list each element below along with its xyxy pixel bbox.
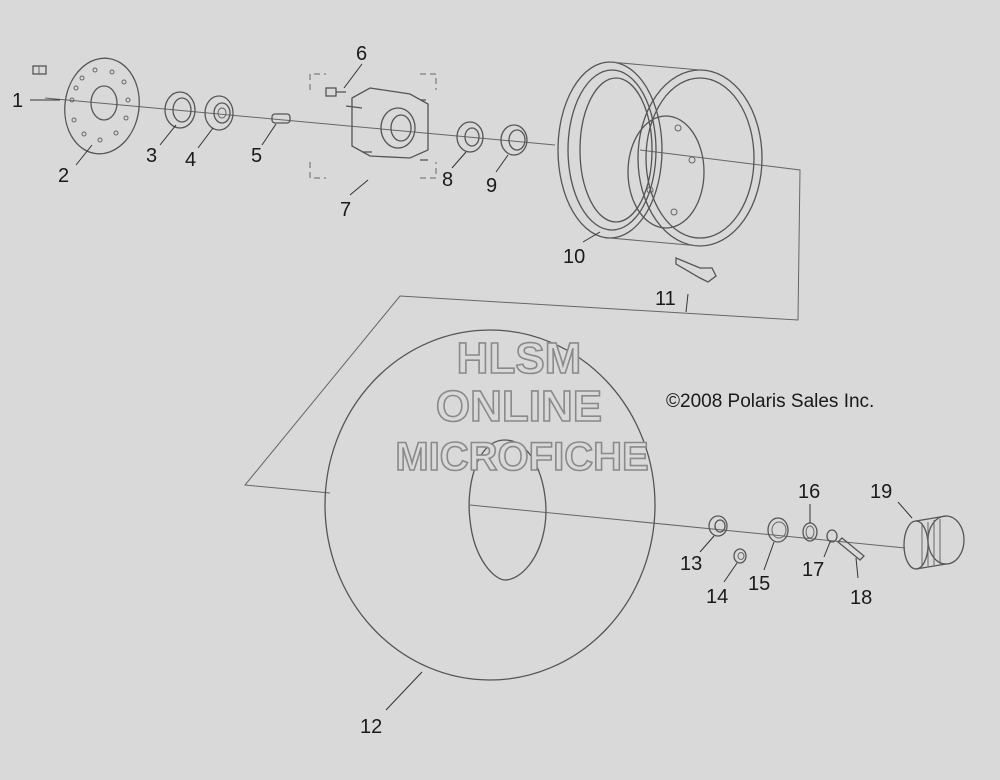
part-7-hub [309,73,437,179]
watermark-line-3: MICROFICHE [395,435,648,479]
callout-3: 3 [146,145,157,167]
part-17-nut [826,529,838,543]
part-16-o-ring [802,522,818,542]
part-12-tire [324,329,656,681]
callout-16: 16 [798,481,820,503]
callout-19: 19 [870,481,892,503]
part-8-bearing [456,121,484,153]
watermark-line-1: HLSM [457,334,582,383]
part-3-seal [164,91,196,129]
leader-lines [30,63,913,711]
part-13-washer [708,515,728,537]
part-5-spacer [271,113,291,124]
part-18-cotter-pin [837,537,865,561]
callout-9: 9 [486,175,497,197]
part-2-brake-disc [64,57,140,155]
callout-10: 10 [563,246,585,268]
watermark: HLSM ONLINE MICROFICHE [395,333,650,480]
callout-1: 1 [12,90,23,112]
callout-18: 18 [850,587,872,609]
callout-13: 13 [680,553,702,575]
upper-axis-line [44,97,556,146]
part-14-nut [733,548,747,564]
part-15-washer [767,517,789,543]
callout-4: 4 [185,149,196,171]
part-19-cap [903,515,965,570]
callout-6: 6 [356,43,367,65]
part-11-valve-stem [675,257,717,283]
callout-14: 14 [706,586,728,608]
callout-17: 17 [802,559,824,581]
watermark-line-2: ONLINE [436,382,602,431]
copyright-notice: ©2008 Polaris Sales Inc. [666,391,874,412]
callout-12: 12 [360,716,382,738]
part-9-seal [500,124,528,156]
part-4-bearing [204,95,234,131]
part-1-bolt [32,65,47,75]
assembly-outline [244,149,801,494]
callout-11: 11 [655,288,676,310]
callout-8: 8 [442,169,453,191]
lower-axis-line [469,504,906,549]
callout-2: 2 [58,165,69,187]
callout-5: 5 [251,145,262,167]
callout-7: 7 [340,199,351,221]
callout-15: 15 [748,573,770,595]
part-10-rim [557,61,763,247]
part-6-stud [325,87,346,97]
